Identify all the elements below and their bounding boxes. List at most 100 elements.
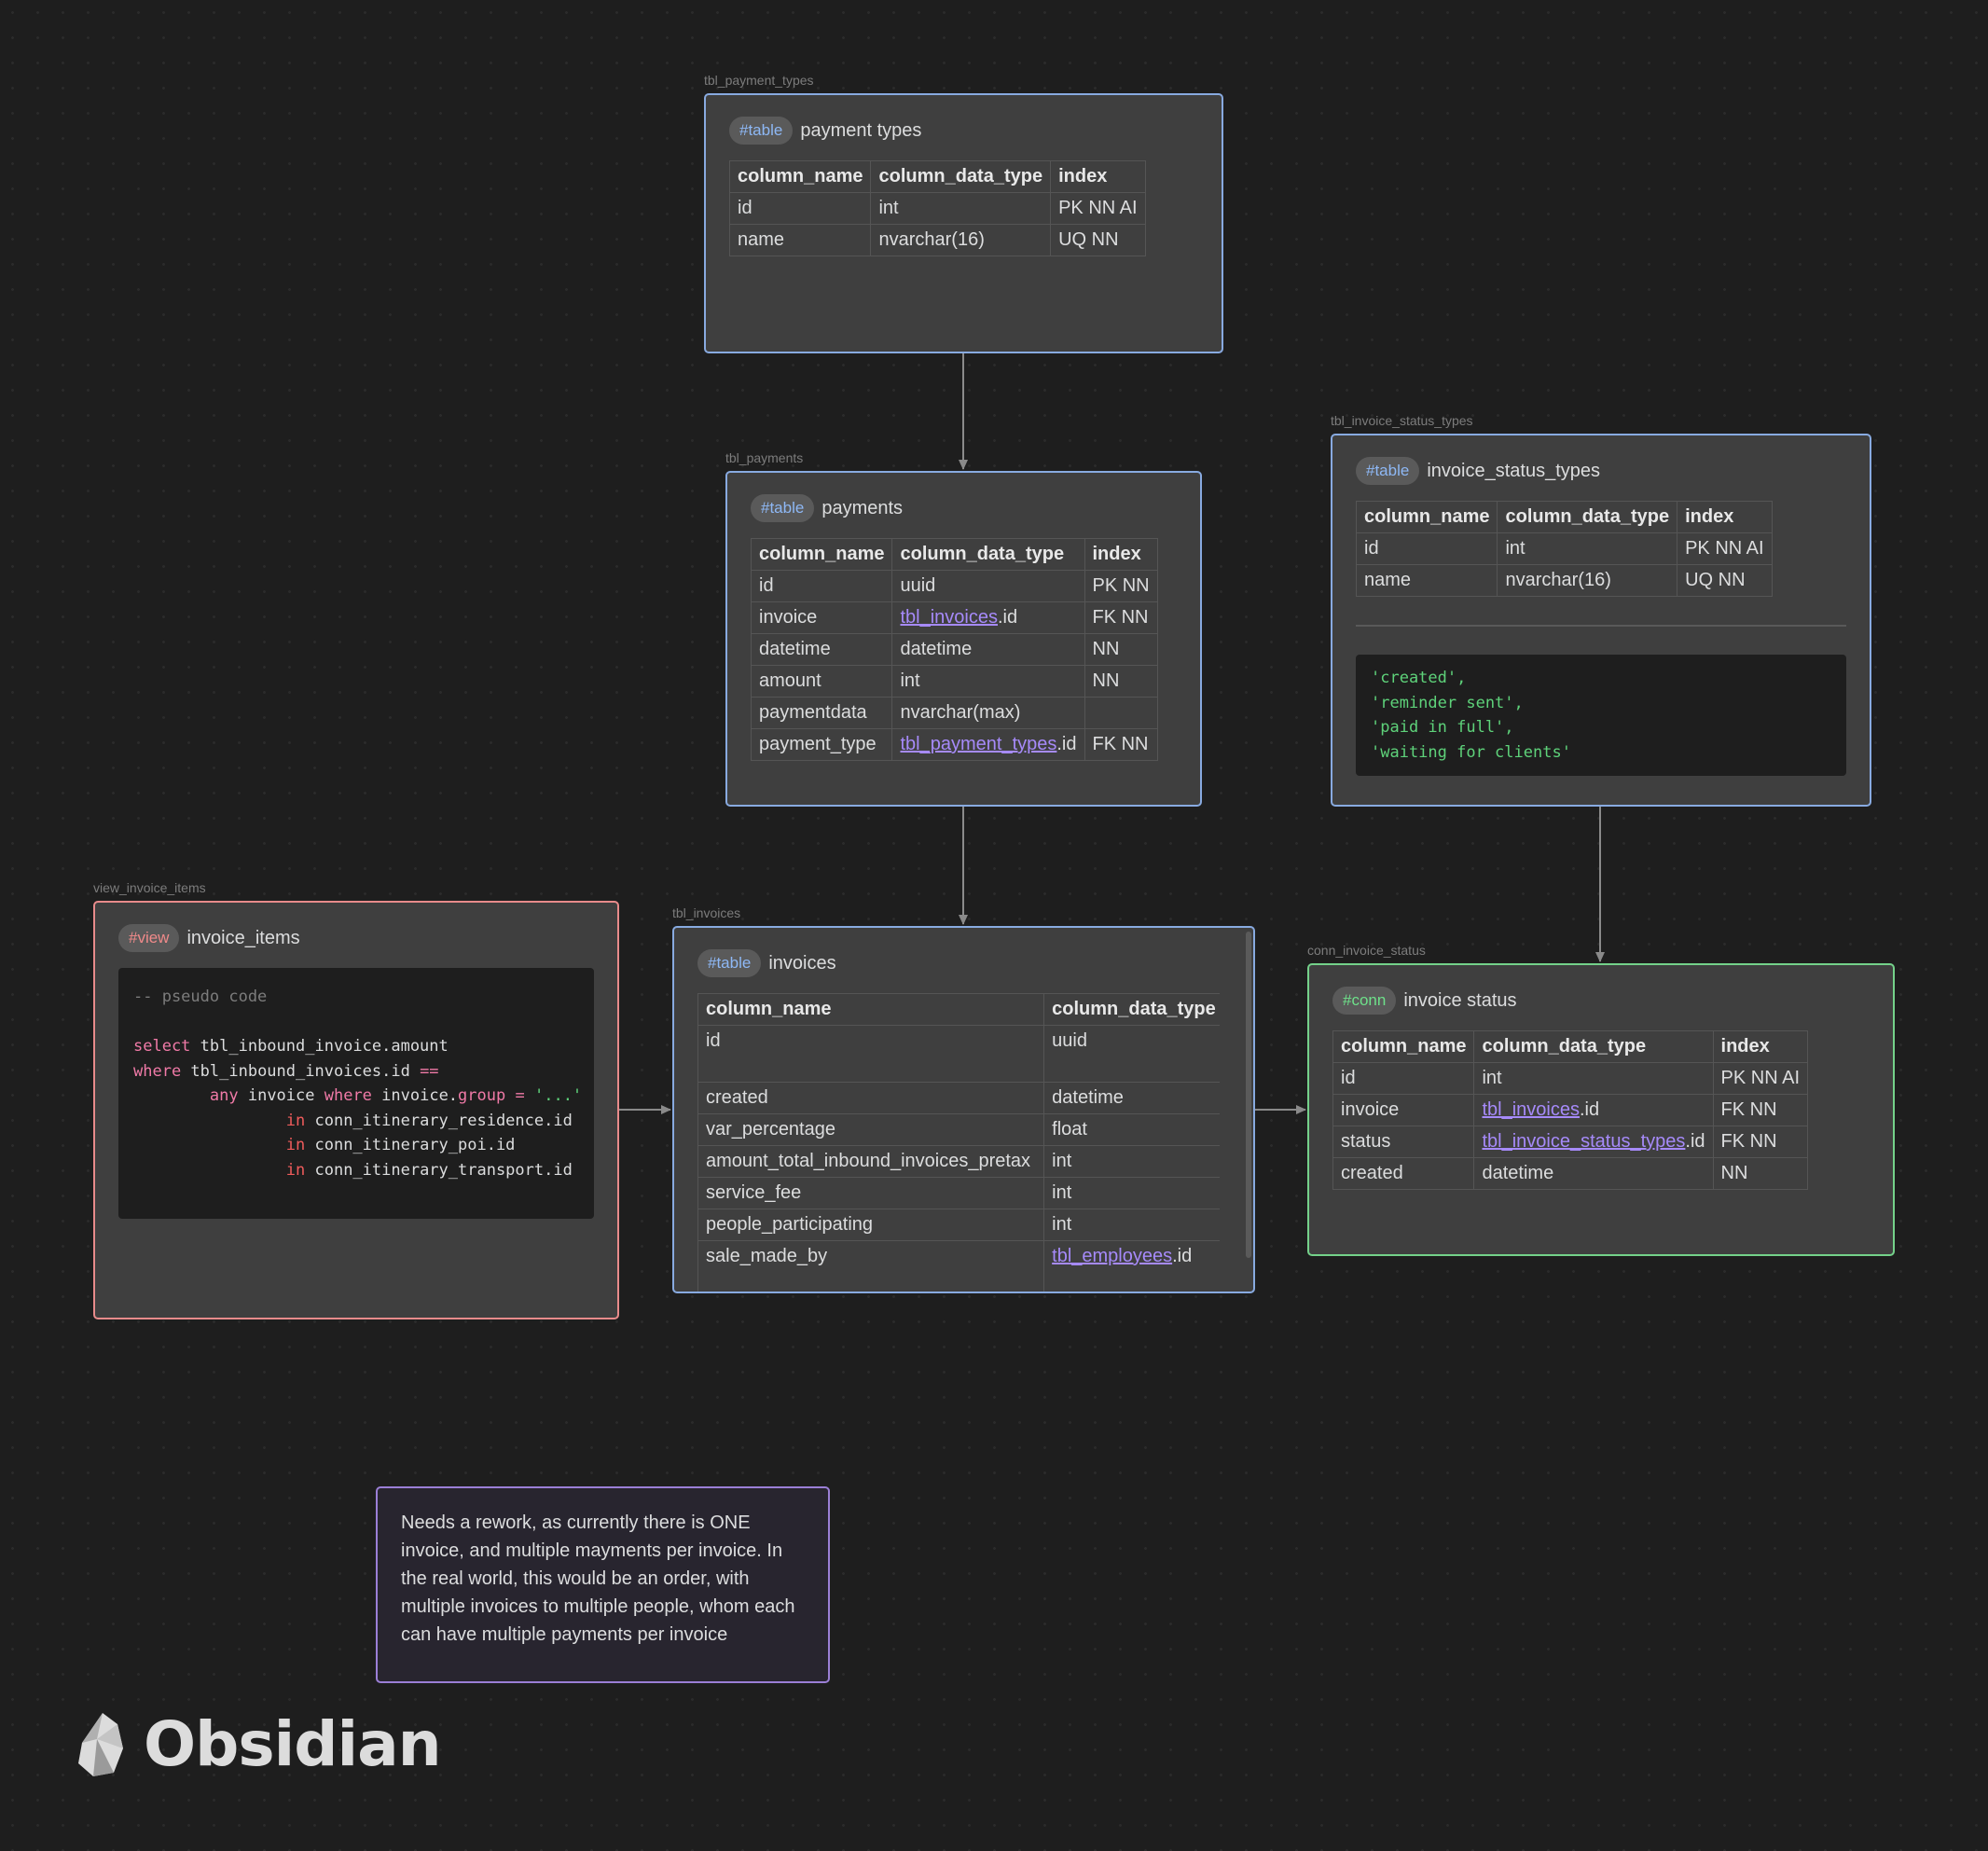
table-cell: NN xyxy=(1712,1157,1809,1190)
internal-link[interactable]: tbl_invoices xyxy=(900,607,998,628)
col-header: column_name xyxy=(697,993,1045,1026)
link-suffix: .id xyxy=(998,607,1018,628)
link-suffix: .id xyxy=(1685,1131,1705,1152)
col-header: column_name xyxy=(750,538,893,571)
table-tag[interactable]: #table xyxy=(697,949,762,977)
schema-table: column_name column_data_type index id in… xyxy=(1355,501,1773,597)
node-invoice-status-types[interactable]: #table invoice_status_types column_name … xyxy=(1331,434,1871,807)
table-cell: UQ NN xyxy=(1677,564,1773,597)
node-title-text: payment types xyxy=(800,119,922,141)
code-keyword: group xyxy=(458,1086,506,1105)
link-suffix: .id xyxy=(1172,1246,1193,1266)
code-keyword: in xyxy=(285,1111,306,1130)
view-tag[interactable]: #view xyxy=(118,924,180,952)
col-header: index xyxy=(1712,1030,1809,1063)
node-payments[interactable]: #table payments column_name column_data_… xyxy=(725,471,1202,807)
table-cell: int xyxy=(1473,1062,1714,1095)
table-cell: payment_type xyxy=(750,728,893,761)
code-keyword: where xyxy=(133,1061,182,1081)
table-row: paymentdata nvarchar(max) xyxy=(750,697,1158,729)
node-title: #table payment types xyxy=(729,116,1198,145)
table-viewport[interactable]: column_name column_data_type ir id uuid … xyxy=(697,993,1220,1292)
internal-link[interactable]: tbl_invoice_status_types xyxy=(1482,1131,1686,1152)
table-cell: uuid xyxy=(1043,1025,1220,1083)
conn-tag[interactable]: #conn xyxy=(1332,987,1397,1015)
code-text: tbl_inbound_invoices.id xyxy=(181,1061,421,1081)
node-title-text: invoices xyxy=(768,952,836,974)
table-cell: id xyxy=(1332,1062,1475,1095)
code-keyword: where xyxy=(324,1086,372,1105)
code-line: 'reminder sent', xyxy=(1371,693,1524,712)
table-cell: FK NN xyxy=(1084,601,1158,634)
col-header: index xyxy=(1050,160,1146,193)
node-label-payment-types: tbl_payment_types xyxy=(704,73,814,88)
schema-table: column_name column_data_type index id in… xyxy=(1332,1030,1809,1190)
table-cell: name xyxy=(1355,564,1498,597)
internal-link[interactable]: tbl_payment_types xyxy=(900,734,1057,754)
horizontal-rule xyxy=(1356,625,1846,627)
code-text xyxy=(505,1086,515,1105)
table-row: created datetime NN xyxy=(1332,1157,1809,1190)
table-row: payment_type tbl_payment_types.id FK NN xyxy=(750,728,1158,761)
table-cell: tbl_invoices.id xyxy=(1473,1094,1714,1126)
node-title: #table invoice_status_types xyxy=(1356,456,1846,486)
table-header-row: column_name column_data_type index xyxy=(1355,501,1773,533)
table-row: name nvarchar(16) UQ NN xyxy=(1355,564,1773,597)
link-suffix: .id xyxy=(1580,1099,1600,1120)
col-header: column_name xyxy=(1332,1030,1475,1063)
col-header: column_data_type xyxy=(870,160,1052,193)
node-invoices[interactable]: #table invoices column_name column_data_… xyxy=(672,926,1255,1293)
table-cell: float xyxy=(1043,1113,1220,1146)
table-tag[interactable]: #table xyxy=(729,117,794,145)
internal-link[interactable]: tbl_employees xyxy=(1052,1246,1173,1266)
table-header-row: column_name column_data_type ir xyxy=(697,993,1220,1026)
node-title-text: invoice status xyxy=(1403,989,1517,1011)
node-title-text: invoice_status_types xyxy=(1427,460,1600,481)
table-row: name nvarchar(16) UQ NN xyxy=(728,224,1146,256)
node-invoice-status[interactable]: #conn invoice status column_name column_… xyxy=(1307,963,1895,1256)
node-payment-types[interactable]: #table payment types column_name column_… xyxy=(704,93,1223,353)
table-row: service_fee int N xyxy=(697,1177,1220,1209)
code-line: 'created', xyxy=(1371,669,1467,687)
code-block[interactable]: 'created', 'reminder sent', 'paid in ful… xyxy=(1356,655,1846,776)
table-row: created datetime N xyxy=(697,1082,1220,1114)
table-cell: int xyxy=(1043,1209,1220,1241)
table-row: id int PK NN AI xyxy=(728,192,1146,225)
internal-link[interactable]: tbl_invoices xyxy=(1482,1099,1580,1120)
table-cell: int xyxy=(891,665,1085,698)
table-row: id uuid PK NN xyxy=(750,570,1158,602)
obsidian-logo-icon xyxy=(78,1712,123,1776)
node-label-invoice-items: view_invoice_items xyxy=(93,880,206,895)
note-text: Needs a rework, as currently there is ON… xyxy=(401,1513,795,1645)
code-line: 'paid in full', xyxy=(1371,718,1514,737)
code-operator: == xyxy=(420,1061,439,1081)
table-cell: tbl_payment_types.id xyxy=(891,728,1085,761)
table-cell: int xyxy=(870,192,1052,225)
table-row: amount_total_inbound_invoices_pretax int… xyxy=(697,1145,1220,1178)
col-header: column_name xyxy=(1355,501,1498,533)
table-cell xyxy=(1084,697,1158,729)
table-cell: id xyxy=(1355,532,1498,565)
table-tag[interactable]: #table xyxy=(1356,457,1420,485)
table-cell: nvarchar(16) xyxy=(1497,564,1678,597)
logo-text: Obsidian xyxy=(144,1708,442,1780)
table-cell: UQ NN xyxy=(1050,224,1146,256)
table-row: status tbl_invoice_status_types.id FK NN xyxy=(1332,1126,1809,1158)
table-row: invoice tbl_invoices.id FK NN xyxy=(1332,1094,1809,1126)
code-block[interactable]: -- pseudo code select tbl_inbound_invoic… xyxy=(118,968,594,1219)
node-label-invoices: tbl_invoices xyxy=(672,905,741,920)
table-cell: PK NN AI xyxy=(1712,1062,1809,1095)
node-note[interactable]: Needs a rework, as currently there is ON… xyxy=(376,1486,830,1683)
table-cell: datetime xyxy=(891,633,1085,666)
table-tag[interactable]: #table xyxy=(751,494,815,522)
table-cell: amount xyxy=(750,665,893,698)
table-cell: invoice xyxy=(750,601,893,634)
node-invoice-items[interactable]: #view invoice_items -- pseudo code selec… xyxy=(93,901,619,1319)
obsidian-logo: Obsidian xyxy=(73,1708,442,1780)
table-cell: int xyxy=(1497,532,1678,565)
node-scrollbar[interactable] xyxy=(1246,932,1251,1258)
table-cell: tbl_invoices.id xyxy=(891,601,1085,634)
table-cell: NN xyxy=(1084,633,1158,666)
code-keyword: in xyxy=(285,1160,306,1180)
